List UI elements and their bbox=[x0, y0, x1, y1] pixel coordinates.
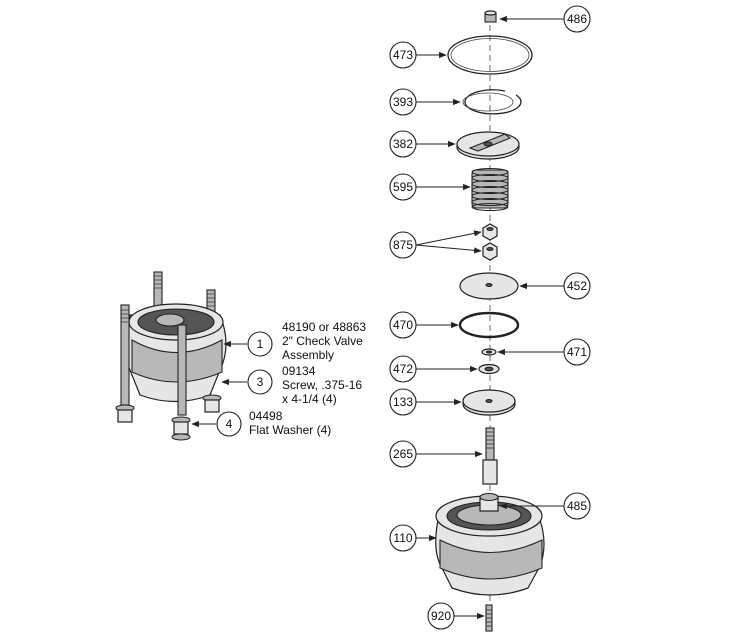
part-486-cap bbox=[484, 10, 497, 23]
svg-text:595: 595 bbox=[393, 180, 413, 194]
svg-text:x 4-1/4 (4): x 4-1/4 (4) bbox=[282, 392, 337, 406]
callout-595: 595 bbox=[389, 173, 417, 201]
part-393-snap-ring bbox=[464, 89, 522, 115]
part-920-screw bbox=[485, 604, 493, 632]
part-110-body bbox=[435, 492, 545, 596]
part-265-stem bbox=[482, 427, 498, 485]
svg-text:Screw, .375-16: Screw, .375-16 bbox=[282, 378, 362, 392]
svg-text:133: 133 bbox=[393, 395, 413, 409]
svg-text:265: 265 bbox=[393, 447, 413, 461]
svg-text:110: 110 bbox=[393, 531, 412, 545]
svg-text:04498: 04498 bbox=[249, 409, 283, 423]
assembly-callout-3: 3 bbox=[247, 369, 273, 395]
callout-452: 452 bbox=[563, 272, 591, 300]
callout-265: 265 bbox=[389, 440, 417, 468]
svg-text:486: 486 bbox=[567, 12, 587, 26]
svg-text:452: 452 bbox=[567, 279, 587, 293]
svg-text:4: 4 bbox=[226, 417, 233, 431]
assembled-valve-illustration bbox=[115, 271, 227, 441]
callout-472: 472 bbox=[389, 355, 417, 383]
svg-text:09134: 09134 bbox=[282, 364, 316, 378]
callout-382: 382 bbox=[389, 130, 417, 158]
assembly-callout-1: 1 bbox=[247, 331, 273, 357]
svg-text:3: 3 bbox=[257, 375, 264, 389]
svg-text:1: 1 bbox=[257, 337, 264, 351]
part-595-spring bbox=[471, 168, 509, 211]
svg-text:920: 920 bbox=[431, 609, 451, 623]
part-452-disc bbox=[459, 272, 519, 300]
svg-text:2" Check Valve: 2" Check Valve bbox=[282, 334, 363, 348]
part-473-ring bbox=[447, 35, 533, 75]
callout-470: 470 bbox=[389, 311, 417, 339]
callout-393: 393 bbox=[389, 88, 417, 116]
svg-text:875: 875 bbox=[393, 238, 413, 252]
svg-text:48190 or 48863: 48190 or 48863 bbox=[282, 320, 366, 334]
svg-text:Flat Washer (4): Flat Washer (4) bbox=[249, 423, 331, 437]
assembly-description-1: 48190 or 48863 2" Check Valve Assembly bbox=[282, 320, 366, 362]
svg-text:473: 473 bbox=[393, 48, 413, 62]
part-382-plate bbox=[456, 131, 520, 160]
callout-110: 110 bbox=[389, 524, 417, 552]
svg-text:485: 485 bbox=[567, 499, 587, 513]
part-133-disc bbox=[462, 389, 516, 416]
callout-875: 875 bbox=[389, 231, 417, 259]
callout-486: 486 bbox=[563, 5, 591, 33]
assembly-description-4: 04498 Flat Washer (4) bbox=[249, 409, 331, 437]
svg-text:471: 471 bbox=[567, 345, 587, 359]
svg-text:382: 382 bbox=[393, 137, 413, 151]
callout-leaders bbox=[415, 15, 564, 620]
callout-133: 133 bbox=[389, 388, 417, 416]
callout-920: 920 bbox=[427, 602, 455, 630]
part-471-washer bbox=[481, 348, 497, 356]
svg-text:393: 393 bbox=[393, 95, 413, 109]
part-472-washer bbox=[478, 363, 500, 375]
assembly-callout-4: 4 bbox=[216, 411, 242, 437]
svg-text:Assembly: Assembly bbox=[282, 348, 334, 362]
callout-471: 471 bbox=[563, 338, 591, 366]
svg-text:472: 472 bbox=[393, 362, 413, 376]
callout-473: 473 bbox=[389, 41, 417, 69]
part-875-nuts bbox=[482, 223, 498, 261]
svg-text:470: 470 bbox=[393, 318, 413, 332]
part-470-oring bbox=[458, 311, 520, 339]
assembly-description-3: 09134 Screw, .375-16 x 4-1/4 (4) bbox=[282, 364, 362, 406]
callout-485: 485 bbox=[563, 492, 591, 520]
